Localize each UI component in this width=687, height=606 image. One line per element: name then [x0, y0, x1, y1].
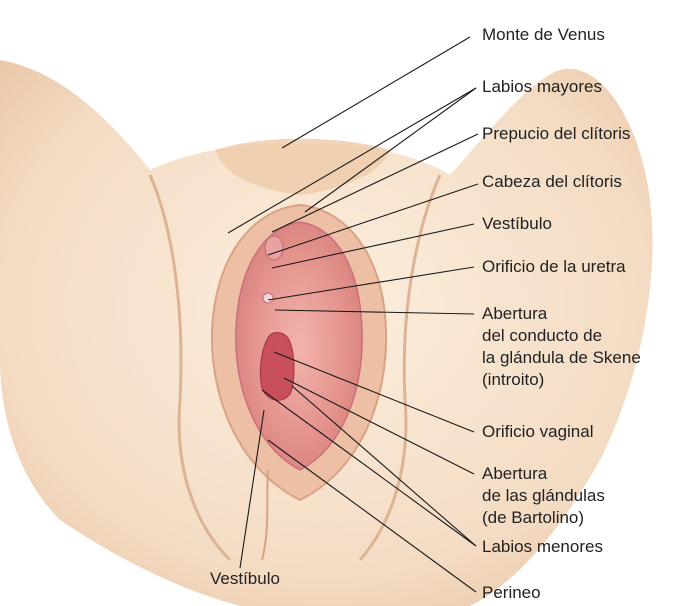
- label-skene-line-2: del conducto de: [482, 325, 687, 347]
- label-vestibulo-right: Vestíbulo: [482, 213, 552, 235]
- label-cabeza-clitoris: Cabeza del clítoris: [482, 171, 622, 193]
- label-labios-mayores: Labios mayores: [482, 76, 602, 98]
- label-vestibulo-bottom: Vestíbulo: [210, 568, 280, 590]
- leader-monte-de-venus: [282, 37, 470, 148]
- label-bartolino-line-2: de las glándulas: [482, 485, 687, 507]
- label-bartolino-line-1: Abertura: [482, 463, 687, 485]
- label-skene-gland: Abertura del conducto de la glándula de …: [482, 303, 687, 391]
- vaginal-opening: [260, 333, 294, 401]
- label-orificio-uretra: Orificio de la uretra: [482, 256, 626, 278]
- label-orificio-vaginal: Orificio vaginal: [482, 421, 594, 443]
- label-skene-line-3: la glándula de Skene: [482, 347, 687, 369]
- hood-structure: [265, 236, 283, 260]
- urethral-opening: [263, 293, 273, 303]
- label-labios-menores: Labios menores: [482, 536, 603, 558]
- label-perineo: Perineo: [482, 582, 541, 604]
- label-prepucio-clitoris: Prepucio del clítoris: [482, 123, 630, 145]
- label-skene-line-4: (introito): [482, 369, 687, 391]
- label-bartholin-glands: Abertura de las glándulas (de Bartolino): [482, 463, 687, 529]
- label-bartolino-line-3: (de Bartolino): [482, 507, 687, 529]
- label-monte-de-venus: Monte de Venus: [482, 24, 605, 46]
- label-skene-line-1: Abertura: [482, 303, 687, 325]
